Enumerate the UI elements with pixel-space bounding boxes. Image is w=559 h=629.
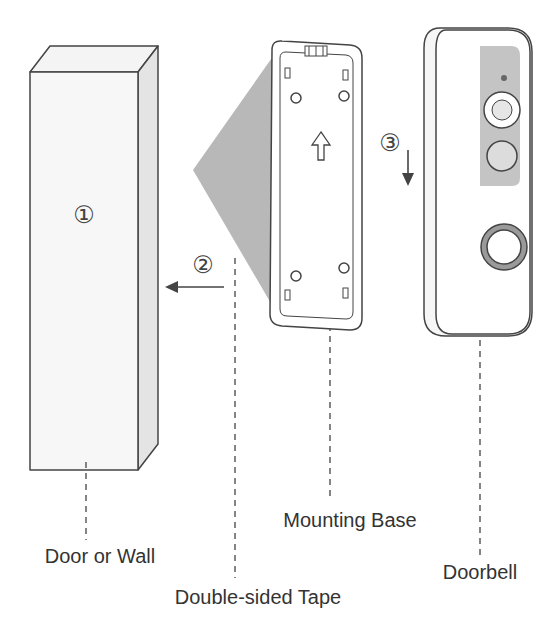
part-label: Door or Wall xyxy=(45,545,155,568)
doorbell xyxy=(424,28,532,336)
callout-number: ① xyxy=(73,201,95,229)
door-or-wall-panel: ① xyxy=(30,72,138,470)
mounting-base xyxy=(270,41,362,330)
part-label: Mounting Base xyxy=(283,509,416,532)
step-number: ③ xyxy=(379,129,401,157)
wall-slab xyxy=(30,46,158,470)
step-arrows xyxy=(165,150,414,293)
double-sided-tape xyxy=(193,52,276,312)
step-number: ② xyxy=(192,251,214,279)
part-label: Double-sided Tape xyxy=(175,586,341,609)
part-label: Doorbell xyxy=(443,561,517,584)
